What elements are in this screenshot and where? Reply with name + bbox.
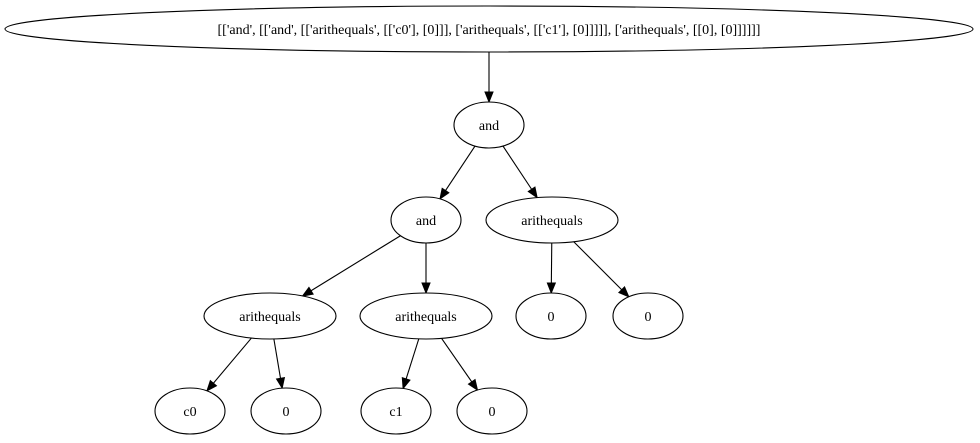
node-ellipse (360, 387, 432, 435)
arrowhead-icon (421, 282, 431, 295)
node-label: c1 (389, 405, 402, 420)
node-ellipse (359, 292, 493, 340)
node-ellipse (250, 387, 322, 435)
edge-line (310, 235, 401, 292)
tree-edges (206, 52, 630, 392)
node-label: c0 (183, 405, 196, 420)
arrowhead-icon (275, 376, 286, 390)
node-label: [['and', [['and', [['arithequals', [['c0… (218, 23, 761, 38)
tree-nodes: [['and', [['and', [['arithequals', [['c0… (4, 5, 974, 435)
node-ellipse (154, 387, 226, 435)
node-label: arithequals (239, 310, 300, 325)
tree-node-eq2: arithequals (359, 292, 493, 340)
tree-edge-eq3-z6 (573, 241, 630, 298)
arrowhead-icon (439, 187, 450, 201)
node-ellipse (203, 292, 337, 340)
node-label: 0 (489, 405, 496, 420)
edge-line (573, 241, 623, 291)
edge-line (502, 145, 533, 190)
arrowhead-icon (206, 379, 218, 392)
tree-node-c0: c0 (154, 387, 226, 435)
arrowhead-icon (484, 91, 494, 104)
arrowhead-icon (301, 286, 314, 297)
arrowhead-icon (401, 377, 411, 390)
tree-node-z6: 0 (612, 292, 684, 340)
tree-edge-eq2-z2 (441, 338, 479, 392)
edge-line (445, 145, 476, 191)
tree-edge-eq3-z5 (546, 242, 557, 295)
tree-node-and2: and (390, 196, 462, 244)
node-label: 0 (548, 310, 555, 325)
tree-node-eq3: arithequals (485, 196, 619, 244)
node-ellipse (4, 5, 974, 53)
tree-edge-eq1-z1 (273, 338, 286, 390)
edge-line (273, 338, 282, 379)
tree-node-z1: 0 (250, 387, 322, 435)
tree-node-and1: and (453, 101, 525, 149)
tree-edge-and1-eq3 (502, 145, 538, 199)
edge-line (212, 337, 252, 384)
arrowhead-icon (467, 378, 479, 392)
tree-node-z5: 0 (515, 292, 587, 340)
node-ellipse (485, 196, 619, 244)
node-ellipse (453, 101, 525, 149)
edge-line (405, 338, 420, 380)
node-label: 0 (283, 405, 290, 420)
node-label: and (416, 214, 436, 229)
node-label: arithequals (395, 310, 456, 325)
tree-edge-and1-and2 (439, 145, 476, 201)
node-label: and (479, 119, 499, 134)
tree-node-eq1: arithequals (203, 292, 337, 340)
node-label: 0 (645, 310, 652, 325)
node-ellipse (456, 387, 528, 435)
arrowhead-icon (618, 286, 630, 298)
tree-node-root: [['and', [['and', [['arithequals', [['c0… (4, 5, 974, 53)
arrowhead-icon (546, 282, 557, 295)
node-ellipse (390, 196, 462, 244)
node-label: arithequals (521, 214, 582, 229)
tree-node-z2: 0 (456, 387, 528, 435)
tree-edge-root-and1 (484, 52, 494, 104)
tree-edge-and2-eq2 (421, 243, 431, 295)
node-ellipse (515, 292, 587, 340)
tree-edge-eq2-c1 (401, 338, 420, 390)
tree-edge-eq1-c0 (206, 337, 252, 392)
arrowhead-icon (527, 186, 538, 199)
tree-node-c1: c1 (360, 387, 432, 435)
node-ellipse (612, 292, 684, 340)
edge-line (441, 338, 473, 383)
tree-edge-and2-eq1 (301, 235, 401, 297)
